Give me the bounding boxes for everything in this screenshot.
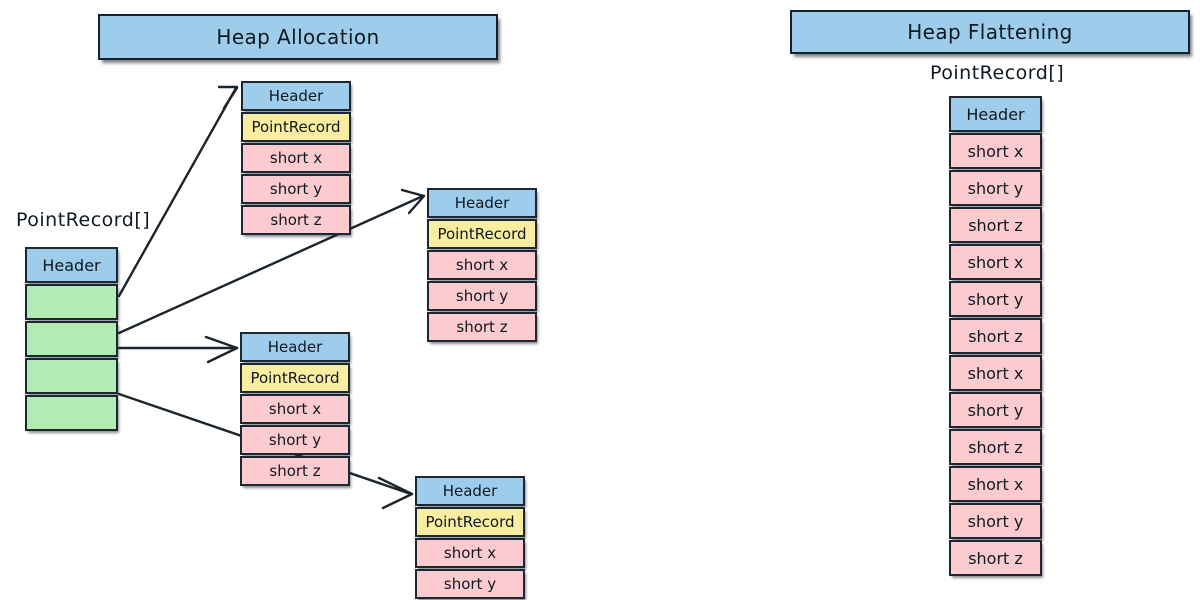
heap-object-2-cell-3-label: short x	[455, 256, 509, 274]
flat-array-cell-8-label: short x	[967, 363, 1024, 383]
heap-object-4-cell-4-label: short y	[443, 575, 497, 593]
flat-array-cell-12-label: short y	[967, 511, 1024, 531]
heap-object-2-cell-4-label: short y	[455, 287, 509, 305]
heap-object-1-cell-5-label: short z	[270, 211, 322, 229]
heap-object-4-cell-2-label: PointRecord	[425, 513, 515, 531]
reference-arrow-3	[117, 335, 239, 364]
heap-object-3-cell-2: PointRecord	[240, 363, 350, 393]
flat-array-cell-8: short x	[949, 355, 1042, 391]
flat-array-cell-5-label: short x	[967, 252, 1024, 272]
flattened-pointrecord-array: Header short x short y short z short x short …	[949, 96, 1042, 577]
heap-object-3-cell-1: Header	[240, 332, 350, 362]
flat-array-cell-2-label: short x	[967, 141, 1024, 161]
flat-array-cell-4: short z	[949, 207, 1042, 243]
heap-object-2-cell-1: Header	[427, 188, 537, 218]
heap-object-4-cell-3: short x	[415, 538, 525, 568]
flat-array-cell-10-label: short z	[968, 437, 1023, 457]
flat-array-cell-12: short y	[949, 503, 1042, 539]
heap-object-3-cell-2-label: PointRecord	[250, 369, 340, 387]
heap-object-4-cell-1-label: Header	[442, 482, 498, 500]
heap-object-1-cell-4: short y	[241, 174, 351, 204]
heap-allocation-banner: Heap Allocation	[98, 14, 498, 60]
heap-object-2-cell-1-label: Header	[454, 194, 510, 212]
left-pointrecord-array: Header	[25, 247, 118, 432]
array-cell-1-label: Header	[42, 255, 101, 275]
heap-object-2-cell-2: PointRecord	[427, 219, 537, 249]
flat-array-cell-3-label: short y	[967, 178, 1024, 198]
heap-object-3-cell-5-label: short z	[269, 462, 321, 480]
flat-array-cell-9-label: short y	[967, 400, 1024, 420]
heap-object-1-cell-4-label: short y	[269, 180, 323, 198]
left-array-label: PointRecord[]	[16, 209, 151, 231]
flat-array-cell-6: short y	[949, 281, 1042, 317]
heap-object-2-cell-2-label: PointRecord	[437, 225, 527, 243]
heap-object-3-cell-4-label: short y	[268, 431, 322, 449]
heap-object-3-cell-3: short x	[240, 394, 350, 424]
flat-array-cell-13-label: short z	[968, 548, 1023, 568]
heap-object-4-cell-3-label: short x	[443, 544, 497, 562]
heap-object-3-cell-5: short z	[240, 456, 350, 486]
flat-array-cell-11-label: short x	[967, 474, 1024, 494]
heap-flattening-banner-label: Heap Flattening	[907, 20, 1073, 44]
array-cell-2	[25, 284, 118, 320]
flat-array-cell-1: Header	[949, 96, 1042, 132]
array-cell-1: Header	[25, 247, 118, 283]
heap-object-4-cell-4: short y	[415, 569, 525, 599]
flat-array-cell-13: short z	[949, 540, 1042, 576]
flat-array-cell-11: short x	[949, 466, 1042, 502]
flat-array-cell-9: short y	[949, 392, 1042, 428]
flat-array-cell-3: short y	[949, 170, 1042, 206]
heap-object-3-cell-1-label: Header	[267, 338, 323, 356]
heap-object-1-cell-2: PointRecord	[241, 112, 351, 142]
array-cell-3	[25, 321, 118, 357]
flat-array-cell-7: short z	[949, 318, 1042, 354]
flat-array-cell-4-label: short z	[968, 215, 1023, 235]
heap-object-2-cell-5-label: short z	[456, 318, 508, 336]
reference-arrow-1	[117, 85, 239, 298]
heap-object-1-cell-1: Header	[241, 81, 351, 111]
heap-object-2-cell-5: short z	[427, 312, 537, 342]
right-array-label: PointRecord[]	[930, 62, 1065, 84]
flat-array-cell-7-label: short z	[968, 326, 1023, 346]
flat-array-cell-5: short x	[949, 244, 1042, 280]
heap-object-3-cell-3-label: short x	[268, 400, 322, 418]
heap-object-4-cell-1: Header	[415, 476, 525, 506]
heap-object-2-cell-3: short x	[427, 250, 537, 280]
heap-object-2-cell-4: short y	[427, 281, 537, 311]
heap-object-1-cell-5: short z	[241, 205, 351, 235]
heap-object-1-cell-3-label: short x	[269, 149, 323, 167]
heap-object-1-cell-3: short x	[241, 143, 351, 173]
heap-object-3-cell-4: short y	[240, 425, 350, 455]
array-cell-4	[25, 358, 118, 394]
heap-object-4-cell-2: PointRecord	[415, 507, 525, 537]
flat-array-cell-6-label: short y	[967, 289, 1024, 309]
flat-array-cell-1-label: Header	[966, 104, 1025, 124]
heap-allocation-banner-label: Heap Allocation	[216, 25, 380, 49]
heap-object-1-cell-2-label: PointRecord	[251, 118, 341, 136]
array-cell-5	[25, 395, 118, 431]
flat-array-cell-10: short z	[949, 429, 1042, 465]
heap-flattening-banner: Heap Flattening	[790, 10, 1190, 54]
heap-object-1-cell-1-label: Header	[268, 87, 324, 105]
flat-array-cell-2: short x	[949, 133, 1042, 169]
